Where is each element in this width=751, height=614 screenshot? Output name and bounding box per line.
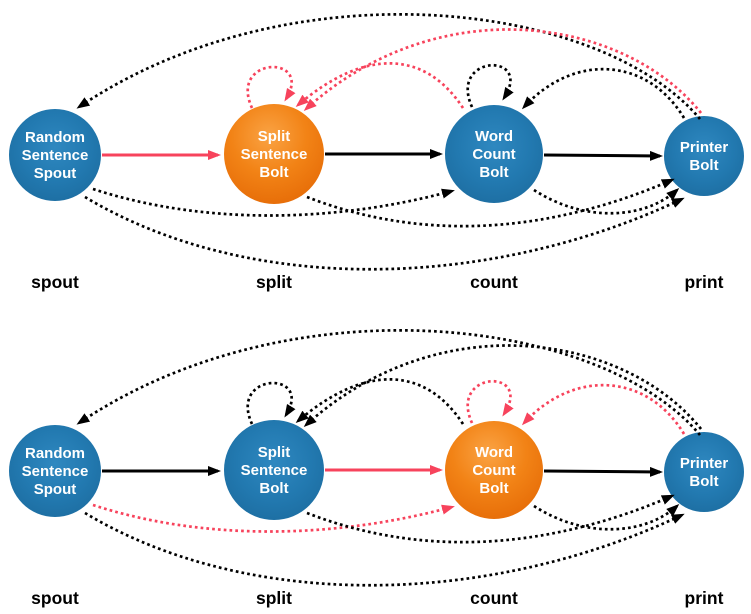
node-circle-print — [664, 432, 744, 512]
edge-count-count-selfloop — [466, 63, 514, 108]
node-circle-split — [224, 420, 324, 520]
edge-count-print — [533, 187, 680, 215]
edge-print-spout — [76, 329, 702, 436]
node-circle-count-selected — [445, 421, 543, 519]
node-label-count: count — [470, 272, 518, 292]
edge-spout-count — [92, 503, 455, 533]
edge-split-print — [306, 178, 675, 228]
node-label-count: count — [470, 588, 518, 608]
node-label-print: print — [685, 272, 724, 292]
edge-print-count — [521, 383, 686, 435]
node-circle-split-selected — [224, 104, 324, 204]
edge-spout-count — [92, 187, 455, 217]
edge-split-split-selfloop — [246, 65, 296, 109]
edge-spout-print — [84, 511, 685, 587]
edge-count-print — [543, 150, 663, 161]
node-label-split: split — [256, 272, 292, 292]
node-label-spout: spout — [31, 272, 79, 292]
node-circle-spout — [9, 425, 101, 517]
edge-print-spout — [76, 13, 702, 120]
node-circle-spout — [9, 109, 101, 201]
edge-spout-print — [84, 195, 685, 271]
node-circle-print — [664, 116, 744, 196]
edge-split-split-selfloop — [246, 381, 296, 425]
edge-count-split — [295, 378, 465, 425]
edge-count-print — [543, 466, 663, 477]
edge-print-count — [521, 67, 686, 119]
edge-count-print — [533, 503, 680, 531]
node-label-print: print — [685, 588, 724, 608]
edge-count-count-selfloop — [466, 379, 514, 424]
node-label-split: split — [256, 588, 292, 608]
edge-split-print — [306, 494, 675, 544]
node-label-spout: spout — [31, 588, 79, 608]
node-circle-count — [445, 105, 543, 203]
edge-count-split — [295, 62, 465, 109]
